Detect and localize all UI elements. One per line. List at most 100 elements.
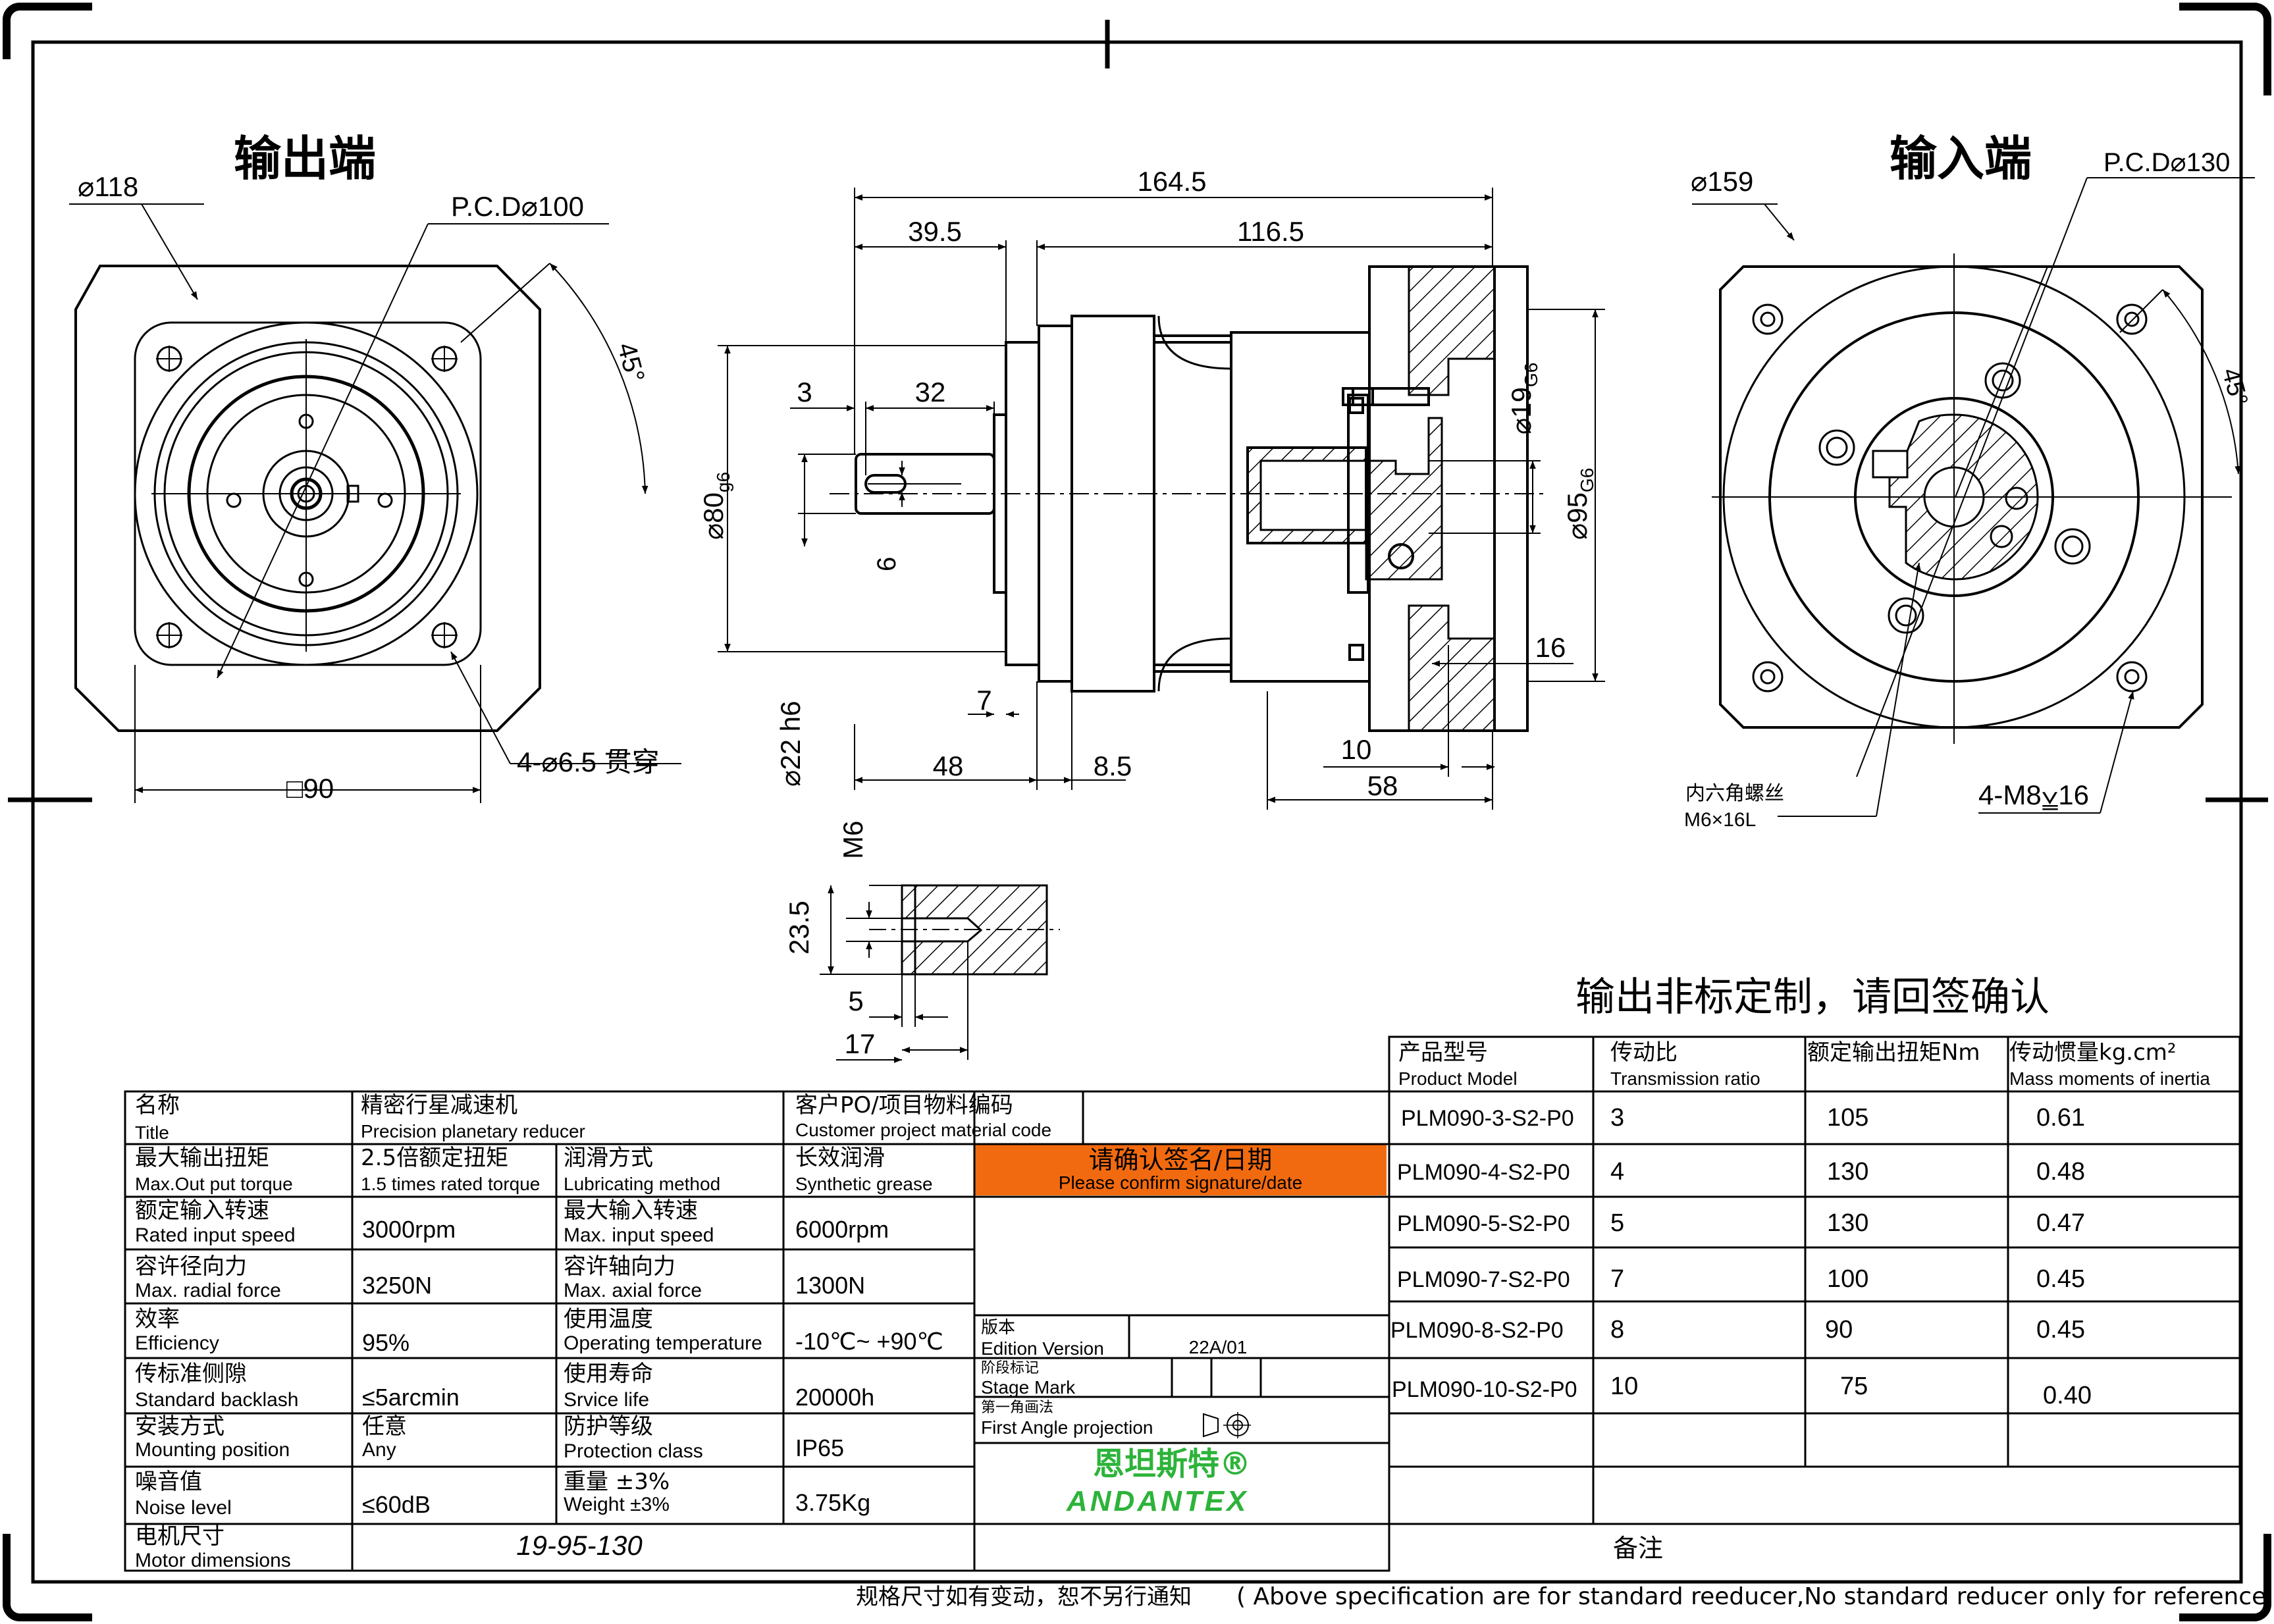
svg-text:3: 3: [1610, 1104, 1624, 1132]
svg-text:P.C.D⌀100: P.C.D⌀100: [451, 191, 584, 222]
svg-text:Standard backlash: Standard backlash: [135, 1389, 299, 1411]
svg-text:⌀80g6: ⌀80g6: [698, 472, 733, 540]
svg-text:Transmission ratio: Transmission ratio: [1610, 1068, 1760, 1089]
input-end-view: 输入端: [1684, 131, 2255, 831]
svg-text:重量 ±3%: 重量 ±3%: [564, 1469, 670, 1495]
svg-text:Srvice life: Srvice life: [564, 1389, 649, 1411]
svg-text:⌀95G6: ⌀95G6: [1562, 468, 1597, 540]
title-block: [124, 1035, 2241, 1572]
confirm-banner: [974, 1144, 1387, 1195]
svg-text:4-⌀6.5 贯穿: 4-⌀6.5 贯穿: [517, 747, 660, 777]
svg-text:Max. axial force: Max. axial force: [564, 1280, 702, 1301]
svg-text:Product Model: Product Model: [1398, 1068, 1518, 1089]
svg-text:Weight ±3%: Weight ±3%: [564, 1494, 670, 1515]
svg-text:PLM090-5-S2-P0: PLM090-5-S2-P0: [1397, 1211, 1570, 1236]
svg-text:传动比: 传动比: [1610, 1039, 1678, 1066]
svg-text:20000h: 20000h: [795, 1384, 874, 1411]
svg-text:Noise level: Noise level: [135, 1497, 232, 1519]
svg-text:1300N: 1300N: [795, 1272, 865, 1299]
svg-text:≤5arcmin: ≤5arcmin: [362, 1384, 460, 1411]
svg-text:使用温度: 使用温度: [564, 1306, 653, 1332]
svg-text:精密行星减速机: 精密行星减速机: [361, 1092, 517, 1118]
svg-text:75: 75: [1840, 1373, 1868, 1400]
svg-text:任意: 任意: [362, 1413, 407, 1440]
svg-text:8: 8: [1610, 1316, 1624, 1344]
svg-text:4: 4: [1610, 1158, 1624, 1186]
svg-text:48: 48: [933, 750, 964, 781]
svg-text:5: 5: [848, 985, 863, 1016]
svg-text:润滑方式: 润滑方式: [564, 1145, 653, 1171]
svg-text:0.47: 0.47: [2036, 1209, 2085, 1237]
svg-text:ANDANTEX: ANDANTEX: [1066, 1485, 1248, 1517]
svg-text:7: 7: [1610, 1265, 1624, 1293]
info-table: 名称 Title 精密行星减速机 Precision planetary red…: [135, 1092, 1302, 1571]
svg-text:Efficiency: Efficiency: [135, 1332, 219, 1354]
svg-text:版本: 版本: [981, 1318, 1015, 1338]
svg-text:0.48: 0.48: [2036, 1158, 2085, 1186]
svg-text:输入端: 输入端: [1890, 131, 2032, 186]
svg-text:Protection class: Protection class: [564, 1440, 703, 1462]
svg-text:Max.Out put torque: Max.Out put torque: [135, 1174, 293, 1194]
svg-text:传标准侧隙: 传标准侧隙: [135, 1361, 247, 1387]
svg-text:M6×16L: M6×16L: [1684, 809, 1756, 831]
svg-text:7: 7: [976, 685, 992, 716]
svg-text:105: 105: [1827, 1104, 1868, 1132]
svg-text:内六角螺丝: 内六角螺丝: [1685, 782, 1784, 805]
svg-text:1.5 times rated torque: 1.5 times rated torque: [361, 1174, 540, 1194]
drawing-frame: [3, 3, 2271, 1621]
svg-text:规格尺寸如有变动，恕不另行通知: 规格尺寸如有变动，恕不另行通知: [856, 1584, 1192, 1610]
svg-text:3250N: 3250N: [362, 1272, 432, 1299]
svg-text:-10℃~ +90℃: -10℃~ +90℃: [795, 1328, 943, 1355]
svg-text:Operating temperature: Operating temperature: [564, 1332, 762, 1354]
svg-text:Lubricating method: Lubricating method: [564, 1174, 720, 1194]
shaft-detail-view: M6 23.5 5 17: [783, 821, 1060, 1063]
svg-text:容许径向力: 容许径向力: [135, 1253, 247, 1280]
svg-text:First Angle projection: First Angle projection: [981, 1417, 1153, 1438]
svg-text:最大输出扭矩: 最大输出扭矩: [135, 1145, 269, 1171]
svg-text:45°: 45°: [2216, 365, 2252, 409]
svg-text:第一角画法: 第一角画法: [981, 1400, 1053, 1416]
svg-text:Stage Mark: Stage Mark: [981, 1377, 1076, 1398]
svg-text:100: 100: [1827, 1265, 1868, 1293]
svg-text:PLM090-7-S2-P0: PLM090-7-S2-P0: [1397, 1267, 1570, 1292]
svg-text:95%: 95%: [362, 1329, 410, 1356]
svg-text:P.C.D⌀130: P.C.D⌀130: [2103, 148, 2230, 177]
svg-text:Mounting position: Mounting position: [135, 1439, 290, 1461]
svg-text:Customer project material code: Customer project material code: [795, 1120, 1051, 1140]
svg-text:Motor dimensions: Motor dimensions: [135, 1550, 291, 1571]
svg-text:Any: Any: [362, 1439, 396, 1461]
svg-text:0.61: 0.61: [2036, 1104, 2085, 1132]
svg-text:Mass moments of inertia: Mass moments of inertia: [2009, 1068, 2210, 1089]
confirm-en: Please confirm signature/date: [1059, 1172, 1302, 1193]
remark-label: 备注: [1613, 1534, 1663, 1563]
svg-text:M6: M6: [837, 821, 868, 859]
svg-text:Max. input speed: Max. input speed: [564, 1224, 714, 1246]
svg-text:Edition Version: Edition Version: [981, 1338, 1104, 1359]
svg-text:10: 10: [1610, 1373, 1638, 1400]
svg-text:最大输入转速: 最大输入转速: [564, 1197, 698, 1224]
svg-text:22A/01: 22A/01: [1189, 1337, 1248, 1357]
svg-text:39.5: 39.5: [908, 216, 962, 247]
svg-text:5: 5: [1610, 1209, 1624, 1237]
svg-text:防护等级: 防护等级: [564, 1413, 653, 1440]
svg-text:效率: 效率: [135, 1306, 180, 1332]
svg-text:6: 6: [872, 557, 901, 571]
svg-text:16: 16: [1535, 632, 1566, 663]
svg-text:名称: 名称: [135, 1092, 180, 1118]
svg-text:⌀22 h6: ⌀22 h6: [775, 701, 806, 787]
svg-text:3: 3: [797, 377, 812, 407]
svg-text:PLM090-10-S2-P0: PLM090-10-S2-P0: [1392, 1377, 1577, 1402]
svg-text:Rated input speed: Rated input speed: [135, 1224, 296, 1246]
output-end-view: 输出端: [69, 131, 681, 804]
svg-text:( Above specification are for: ( Above specification are for standard r…: [1236, 1583, 2274, 1610]
confirm-cn: 请确认签名/日期: [1089, 1145, 1273, 1174]
svg-text:0.45: 0.45: [2036, 1316, 2085, 1344]
output-view-title: 输出端: [234, 131, 376, 186]
svg-text:130: 130: [1827, 1158, 1868, 1186]
svg-text:安装方式: 安装方式: [135, 1413, 225, 1440]
svg-text:≤60dB: ≤60dB: [362, 1491, 431, 1518]
svg-text:使用寿命: 使用寿命: [564, 1361, 653, 1387]
svg-text:PLM090-4-S2-P0: PLM090-4-S2-P0: [1397, 1160, 1570, 1185]
svg-text:10: 10: [1341, 734, 1372, 765]
